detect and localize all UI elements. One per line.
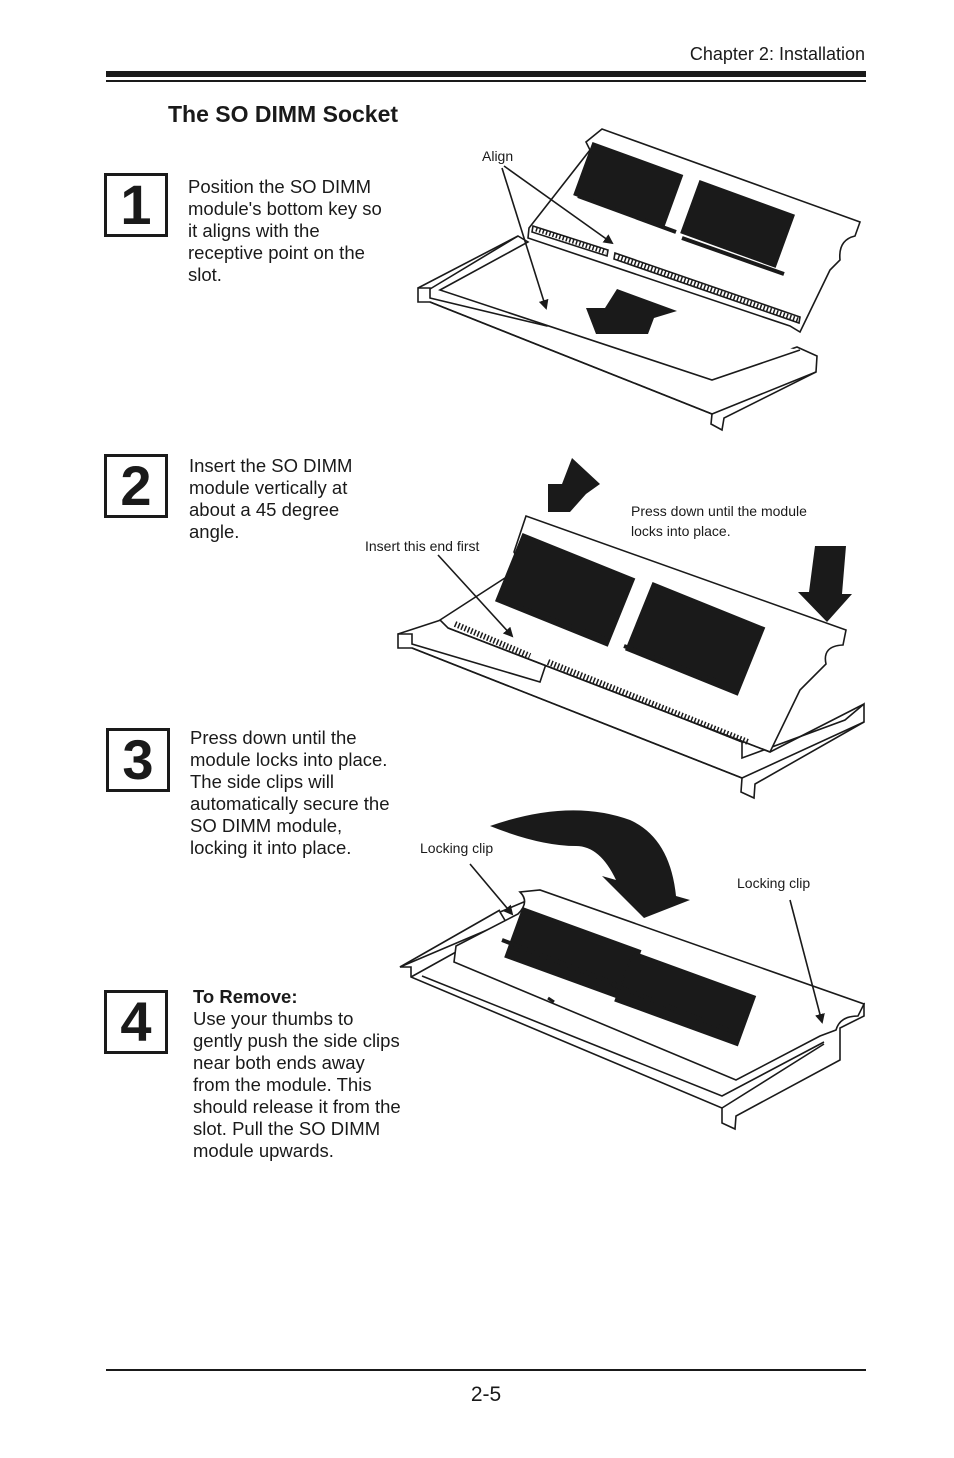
so-dimm-module-3 (453, 889, 866, 1081)
chip (680, 179, 795, 268)
step-3-number: 3 (106, 728, 170, 792)
step-2-number: 2 (104, 454, 168, 518)
step-3-text: Press down until the module locks into p… (190, 727, 390, 858)
insert-end-pointer (437, 554, 514, 638)
figure-2 (397, 458, 865, 800)
down-arrow-1 (586, 289, 677, 334)
press-arrow (798, 546, 852, 622)
align-pointer-2 (501, 167, 549, 310)
chapter-header: Chapter 2: Installation (689, 44, 865, 64)
so-dimm-module-2 (438, 514, 865, 754)
step-2-text: Insert the SO DIMM module vertically at … (189, 455, 353, 542)
locking-clip-pointer-left (469, 863, 514, 916)
footer-rule (106, 1369, 866, 1371)
step-4-number: 4 (104, 990, 168, 1054)
step-4-text: Use your thumbs to gently push the side … (193, 1008, 401, 1161)
insert-arrow (548, 458, 600, 512)
section-title: The SO DIMM Socket (168, 101, 399, 127)
align-label: Align (482, 148, 514, 164)
align-pointer-1 (503, 165, 614, 245)
chip (494, 532, 636, 647)
figure-3 (399, 810, 866, 1131)
chip (624, 581, 766, 696)
locking-clip-right-label: Locking clip (737, 875, 811, 891)
curved-press-arrow (490, 810, 690, 918)
step-1-number: 1 (104, 173, 168, 237)
chip (614, 950, 757, 1047)
locking-clip-left-label: Locking clip (420, 840, 494, 856)
so-dimm-module-1 (527, 128, 862, 334)
press-down-label: Press down until the module locks into p… (631, 503, 807, 539)
header-rule-thick (106, 71, 866, 77)
page-number: 2-5 (470, 1383, 502, 1406)
figure-1 (417, 128, 862, 432)
step-4-heading: To Remove: (193, 986, 298, 1007)
step-4-text-block: To Remove: Use your thumbs to gently pus… (193, 986, 403, 1162)
insert-end-label: Insert this end first (365, 538, 480, 554)
step-1-text: Position the SO DIMM module's bottom key… (188, 176, 382, 285)
slot-1 (417, 235, 818, 432)
locking-clip-pointer-right (789, 899, 825, 1024)
header-rule-thin (106, 80, 866, 82)
